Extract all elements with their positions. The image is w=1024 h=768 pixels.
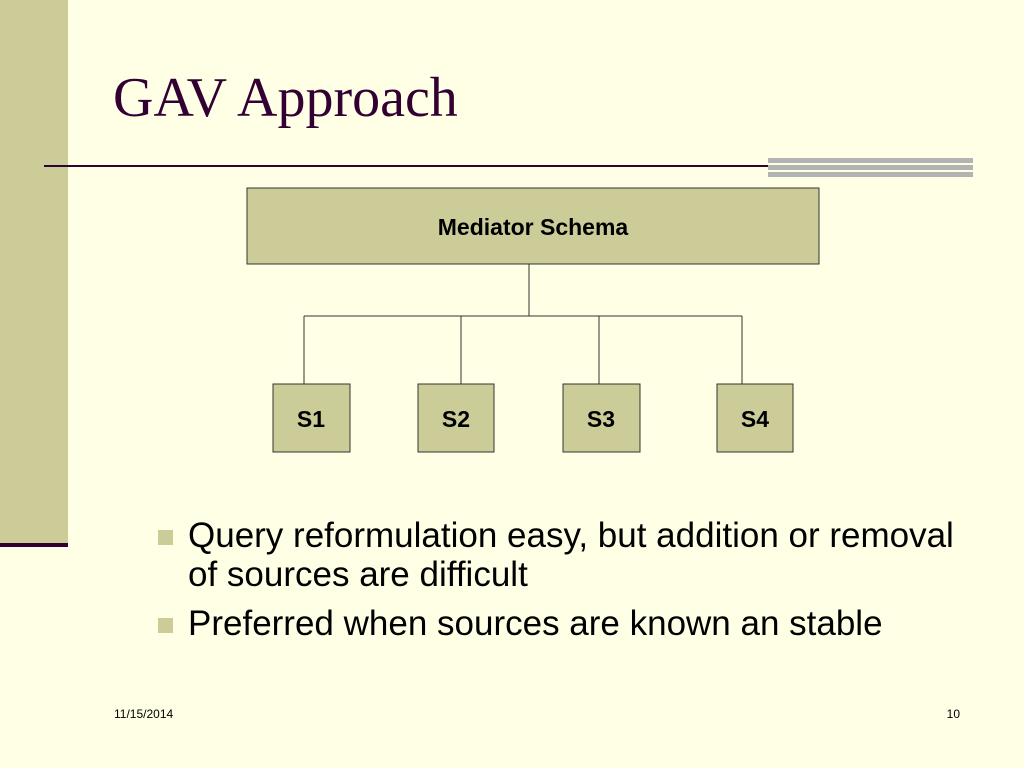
slide-title: GAV Approach — [113, 67, 458, 129]
footer-date: 11/15/2014 — [114, 707, 174, 721]
source-label-s1: S1 — [297, 406, 325, 432]
bullet-text: Preferred when sources are known an stab… — [188, 604, 883, 643]
bullet-text: Query reformulation easy, but addition o… — [188, 516, 954, 594]
left-accent-line — [0, 543, 68, 547]
source-node-s4: S4 — [716, 383, 794, 453]
source-node-s1: S1 — [272, 383, 351, 453]
bullet-item: Query reformulation easy, but addition o… — [158, 516, 958, 594]
source-node-s2: S2 — [417, 383, 495, 453]
square-bullet-icon — [158, 530, 173, 545]
bullet-item: Preferred when sources are known an stab… — [158, 604, 958, 643]
mediator-schema-label: Mediator Schema — [438, 214, 629, 240]
title-divider — [44, 165, 973, 167]
bullet-list: Query reformulation easy, but addition o… — [158, 516, 958, 653]
square-bullet-icon — [158, 618, 173, 633]
page-number: 10 — [946, 707, 960, 721]
title-divider-accent — [768, 158, 973, 179]
source-node-s3: S3 — [562, 383, 641, 453]
left-accent-bar — [0, 0, 68, 545]
source-label-s3: S3 — [587, 406, 615, 432]
mediator-schema-node: Mediator Schema — [246, 187, 820, 265]
source-label-s4: S4 — [741, 406, 769, 432]
source-label-s2: S2 — [442, 406, 470, 432]
